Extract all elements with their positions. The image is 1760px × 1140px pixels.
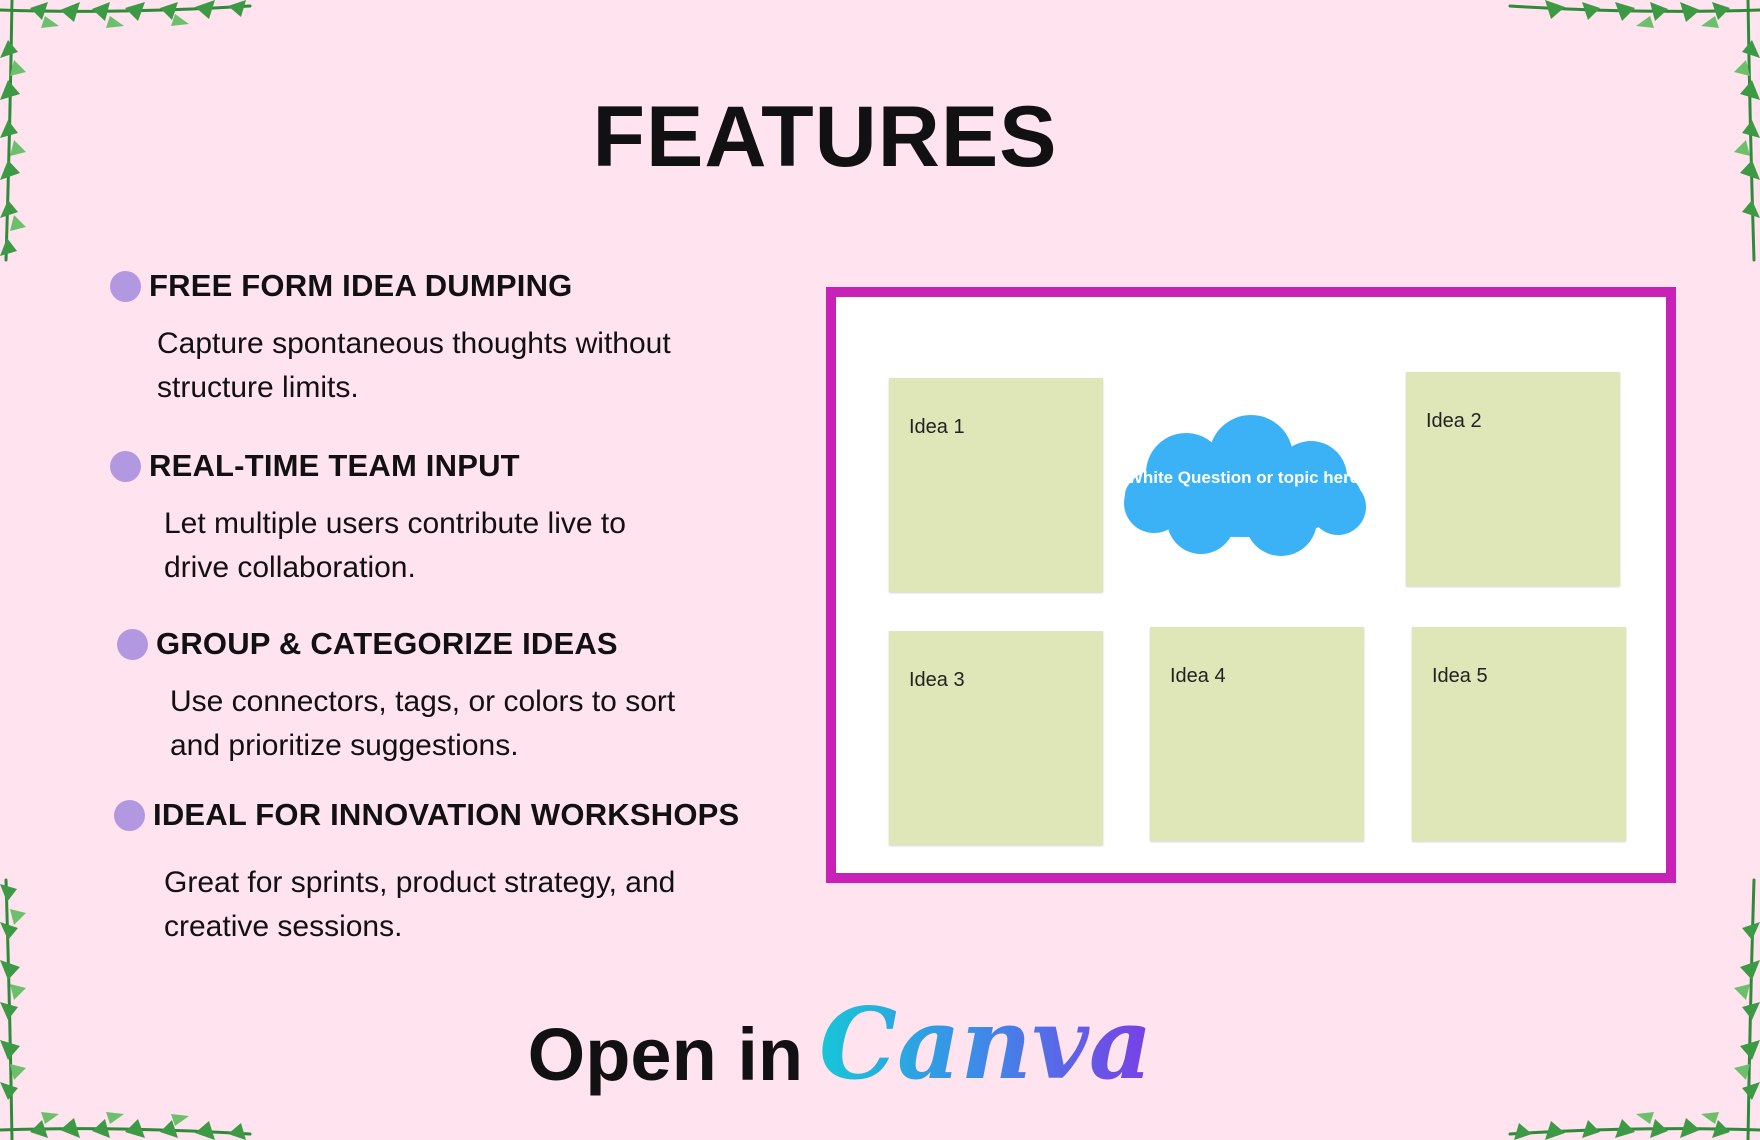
- feature-item: IDEAL FOR INNOVATION WORKSHOPS Great for…: [114, 797, 739, 949]
- brainstorm-board-preview: Idea 1 Idea 2 Idea 3 Idea 4 Idea 5 White…: [826, 287, 1676, 883]
- feature-description: Let multiple users contribute live to dr…: [164, 507, 626, 584]
- cta-prefix: Open in: [527, 1013, 804, 1096]
- sticky-note: Idea 5: [1412, 627, 1626, 841]
- foliage-icon: [1508, 0, 1760, 262]
- feature-heading: REAL-TIME TEAM INPUT: [149, 448, 520, 483]
- foliage-icon: [1508, 878, 1760, 1140]
- sticky-note-label: Idea 1: [909, 416, 965, 438]
- sticky-note: Idea 3: [889, 631, 1103, 845]
- sticky-note-label: Idea 5: [1432, 665, 1488, 687]
- open-in-canva-link[interactable]: Open in Canva: [0, 990, 1760, 1100]
- sticky-note-label: Idea 4: [1170, 665, 1226, 687]
- central-topic-text: White Question or topic here: [1126, 468, 1360, 487]
- sticky-note-label: Idea 2: [1426, 410, 1482, 432]
- circle-bullet-icon: [117, 628, 148, 660]
- circle-bullet-icon: [110, 270, 141, 302]
- feature-heading: GROUP & CATEGORIZE IDEAS: [156, 626, 618, 661]
- page-title: FEATURES: [592, 89, 1058, 185]
- circle-bullet-icon: [110, 450, 141, 482]
- feature-item: FREE FORM IDEA DUMPING Capture spontaneo…: [110, 268, 717, 410]
- canva-logo: Canva: [819, 987, 1153, 1102]
- foliage-icon: [0, 0, 252, 262]
- feature-item: REAL-TIME TEAM INPUT Let multiple users …: [110, 448, 684, 590]
- feature-description: Capture spontaneous thoughts without str…: [157, 327, 671, 404]
- feature-description: Use connectors, tags, or colors to sort …: [170, 685, 676, 762]
- foliage-icon: [0, 878, 252, 1140]
- feature-heading: IDEAL FOR INNOVATION WORKSHOPS: [153, 797, 740, 832]
- sticky-note: Idea 1: [889, 378, 1103, 592]
- feature-description: Great for sprints, product strategy, and…: [164, 866, 676, 943]
- feature-item: GROUP & CATEGORIZE IDEAS Use connectors,…: [117, 626, 730, 768]
- feature-heading: FREE FORM IDEA DUMPING: [149, 268, 573, 303]
- cloud-icon: [1124, 415, 1366, 556]
- sticky-note: Idea 2: [1406, 372, 1620, 586]
- sticky-note: Idea 4: [1150, 627, 1364, 841]
- circle-bullet-icon: [114, 799, 145, 831]
- sticky-note-label: Idea 3: [909, 669, 965, 691]
